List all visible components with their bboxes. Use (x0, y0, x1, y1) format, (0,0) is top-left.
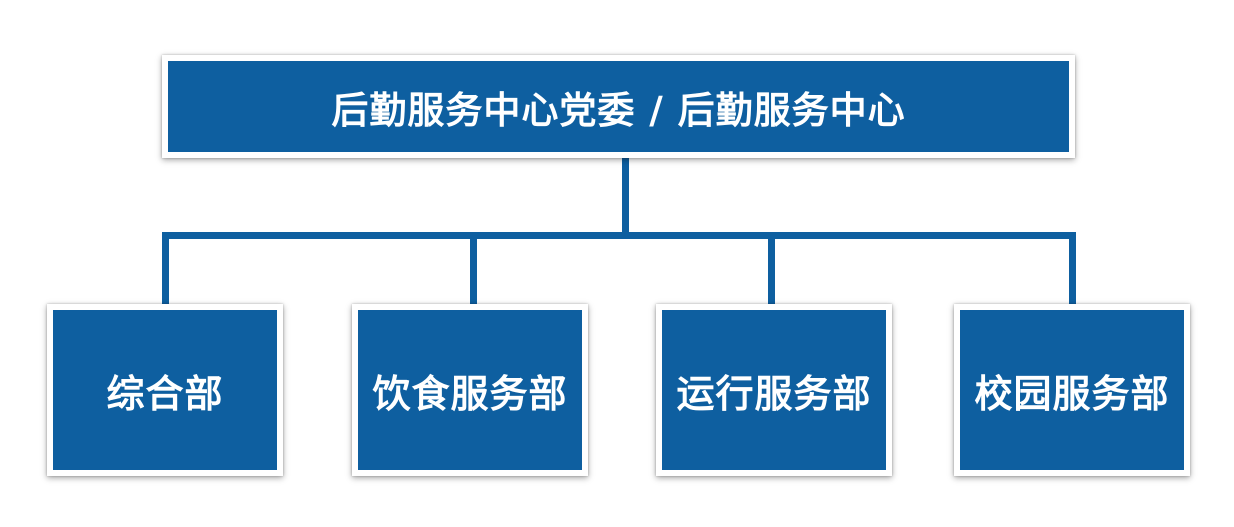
connector-drop-2 (470, 232, 477, 304)
department-node-label: 综合部 (106, 370, 224, 416)
connector-drop-1 (162, 232, 169, 304)
department-node-3: 运行服务部 (656, 304, 892, 476)
department-node-4: 校园服务部 (954, 304, 1190, 476)
connector-root-stem (622, 158, 629, 236)
connector-drop-4 (1069, 232, 1076, 304)
department-node-label: 运行服务部 (676, 370, 872, 416)
root-node-label: 后勤服务中心党委 / 后勤服务中心 (331, 87, 906, 132)
department-node-label: 饮食服务部 (372, 370, 568, 416)
department-node-2: 饮食服务部 (352, 304, 588, 476)
root-node: 后勤服务中心党委 / 后勤服务中心 (162, 55, 1075, 158)
department-node-label: 校园服务部 (974, 370, 1170, 416)
department-node-1: 综合部 (47, 304, 283, 476)
connector-horizontal-bar (162, 232, 1076, 239)
connector-drop-3 (768, 232, 775, 304)
